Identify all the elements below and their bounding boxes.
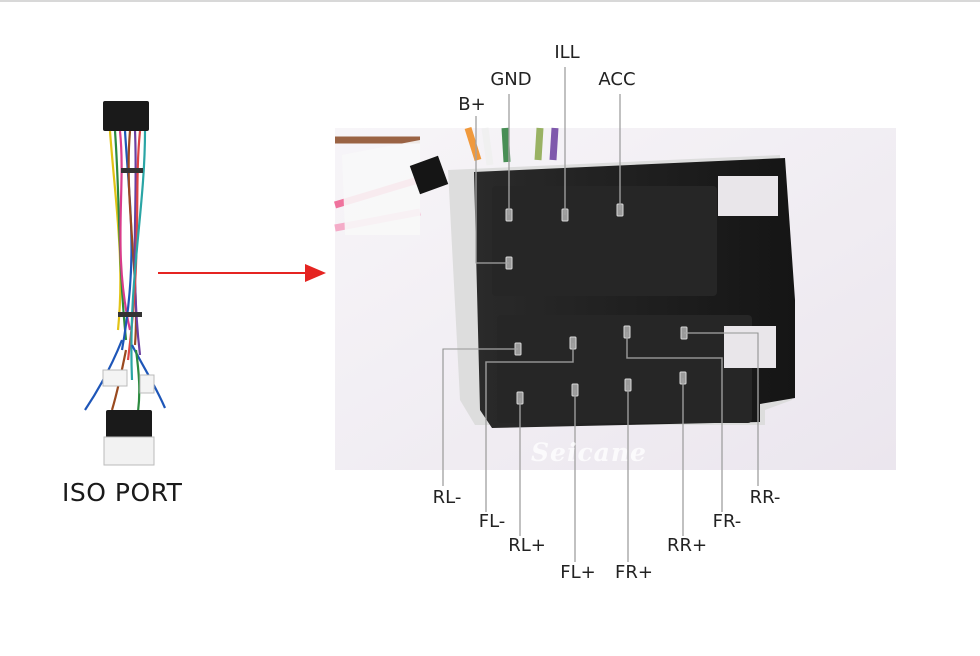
top-key-slot (718, 176, 778, 216)
top-leader-shadow-0 (475, 116, 509, 264)
arrow-head (305, 264, 326, 282)
wire-tag (139, 374, 155, 394)
pin-labels: B+GND ILL ACC RL- FL-RL+ FL+ FR+ RR+ FR- RR- (433, 42, 781, 583)
top-cavity-block (492, 186, 717, 296)
leader-lines (442, 67, 759, 562)
pin-label-frplus: FR+ (615, 562, 653, 583)
pin-label-flplus: FL+ (560, 562, 595, 583)
top-divider (0, 0, 980, 2)
pin-label-gnd: GND (490, 69, 531, 90)
wire-tag (102, 369, 128, 387)
bottom-leader-shadow-0 (442, 348, 518, 486)
pin-label-rrminus: RR- (750, 487, 781, 508)
pin-label-acc: ACC (598, 69, 635, 90)
small-latch (409, 155, 449, 195)
bottom-cavity-block (497, 315, 752, 423)
bottom-key-slot (724, 326, 776, 368)
arrow (158, 264, 326, 282)
cable-tie (121, 168, 143, 173)
pin-label-frminus: FR- (713, 511, 742, 532)
iso-port-caption: ISO PORT (62, 478, 183, 507)
bottom-leader-shadow-6 (626, 332, 723, 512)
harness-bottom-plug (106, 410, 152, 438)
pin-label-ill: ILL (554, 42, 579, 63)
harness-bottom-label (103, 436, 155, 466)
pin-label-flminus: FL- (479, 511, 506, 532)
bottom-leader-shadow-7 (684, 332, 759, 486)
wire-harness-image (84, 101, 167, 466)
watermark-text: Seicane (531, 438, 647, 467)
harness-top-plug (103, 101, 149, 131)
cable-tie (118, 312, 142, 317)
pin-label-rrplus: RR+ (667, 535, 707, 556)
pin-label-bplus: B+ (458, 94, 485, 115)
pin-label-rlplus: RL+ (508, 535, 546, 556)
side-label (342, 140, 420, 235)
pin-label-rlminus: RL- (433, 487, 462, 508)
connector-photo (333, 126, 896, 470)
bottom-leader-shadow-1 (485, 343, 574, 512)
